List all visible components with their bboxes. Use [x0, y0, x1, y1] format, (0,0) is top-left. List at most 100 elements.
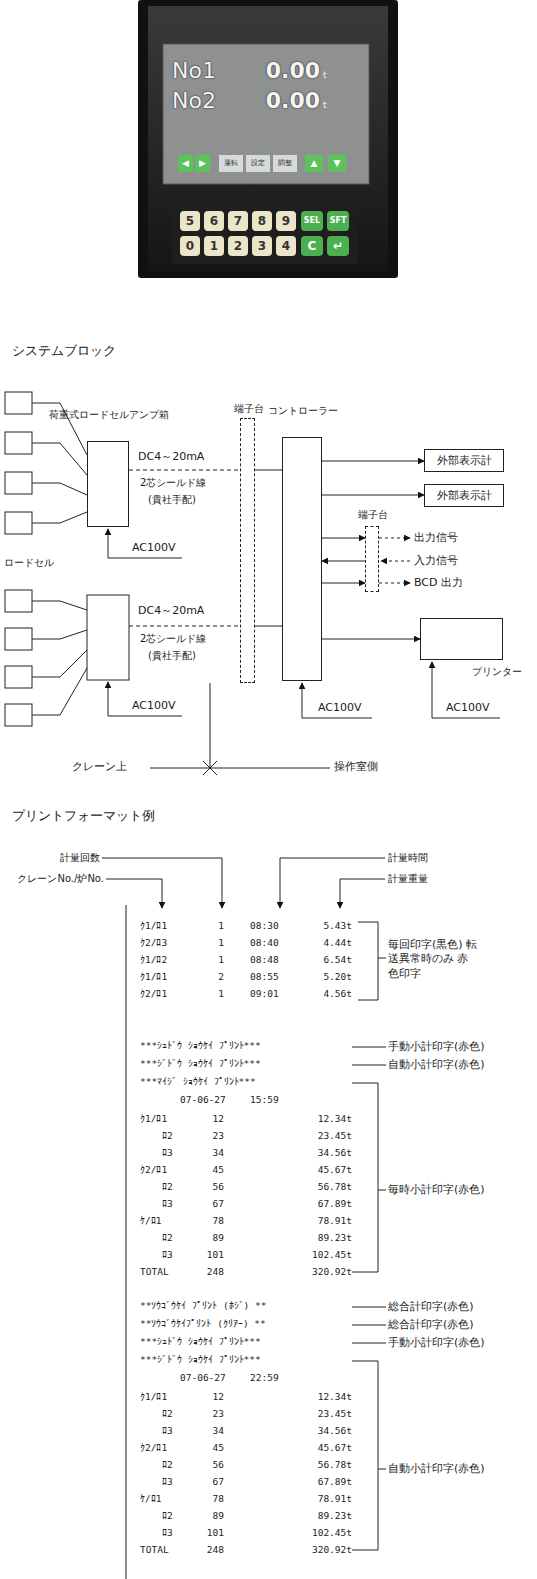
key	[301, 211, 323, 231]
print-cell: ***ｼｭﾄﾞｳ ｼｮｳｹｲ ﾌﾟﾘﾝﾄ***	[140, 1336, 360, 1348]
node-heading: 端子台	[351, 508, 395, 521]
boundary-line	[210, 683, 211, 768]
key	[276, 211, 296, 231]
load-cell	[5, 666, 32, 688]
key-label: 7	[228, 211, 248, 231]
print-cell: ｸ2/ﾛ1	[140, 1164, 190, 1176]
print-cell: 34.56t	[296, 1147, 352, 1159]
annotation: 毎時小計印字(赤色)	[388, 1183, 528, 1197]
print-cell: 12.34t	[296, 1113, 352, 1125]
print-cell: 56	[190, 1181, 224, 1193]
wire	[32, 630, 87, 639]
bracket	[352, 1361, 386, 1550]
print-cell: 78	[190, 1215, 224, 1227]
print-cell: 78	[190, 1493, 224, 1505]
power-line	[432, 662, 433, 718]
wire	[32, 668, 87, 715]
print-cell: ﾛ3	[162, 1198, 212, 1210]
print-cell: ｸ1/ﾛ1	[140, 920, 190, 932]
print-cell: 1	[190, 920, 224, 932]
key-label: 2	[228, 236, 248, 256]
print-cell: 89.23t	[296, 1232, 352, 1244]
display-screen	[163, 44, 369, 184]
print-cell: 2	[190, 971, 224, 983]
callout-label: 計量時間	[388, 851, 448, 864]
key-label: 4	[276, 236, 296, 256]
print-cell: 12	[190, 1113, 224, 1125]
boundary-line	[150, 768, 330, 769]
print-cell: ｹ/ﾛ1	[140, 1493, 190, 1505]
print-cell: 07-06-27	[180, 1372, 240, 1384]
key	[327, 236, 349, 256]
key	[204, 211, 224, 231]
print-cell: **ｿｳｺﾞｳｹｲ ﾌﾟﾘﾝﾄ (ﾎｼﾞ) **	[140, 1300, 360, 1312]
print-cell: 08:30	[250, 920, 290, 932]
node-heading: 荷重式ロードセルアンプ箱	[44, 408, 174, 421]
key	[180, 236, 200, 256]
print-cell: 12	[190, 1391, 224, 1403]
signal-line	[381, 561, 410, 562]
power-line	[108, 716, 182, 717]
print-cell: ***ﾏｲｼﾞ ｼｮｳｹｲ ﾌﾟﾘﾝﾄ***	[140, 1076, 360, 1088]
print-cell: 1	[190, 954, 224, 966]
signal-line	[379, 583, 410, 584]
load-cell	[5, 704, 32, 726]
connector	[322, 538, 365, 539]
key-label: SFT	[327, 211, 349, 231]
print-cell: 56.78t	[296, 1459, 352, 1471]
key-label: 0	[180, 236, 200, 256]
print-cell: 5.43t	[296, 920, 352, 932]
connector	[322, 495, 424, 496]
print-cell: ***ｼｭﾄﾞｳ ｼｮｳｹｲ ﾌﾟﾘﾝﾄ***	[140, 1040, 360, 1052]
power-line	[432, 718, 500, 719]
key	[252, 236, 272, 256]
display-reading: 0.00	[254, 57, 320, 86]
print-cell: 08:40	[250, 937, 290, 949]
touch-button-label: 調整	[273, 155, 297, 172]
print-cell: ｸ1/ﾛ1	[140, 1113, 190, 1125]
load-cell	[5, 628, 32, 650]
print-cell: 56.78t	[296, 1181, 352, 1193]
print-cell: 101	[190, 1527, 224, 1539]
touch-button	[273, 155, 297, 172]
touch-button	[328, 155, 346, 172]
cable-label: (貴社手配)	[148, 649, 228, 662]
print-cell: 320.92t	[296, 1544, 352, 1556]
print-cell: 08:55	[250, 971, 290, 983]
print-cell: 248	[190, 1544, 224, 1556]
touch-button-label: 設定	[246, 155, 270, 172]
key	[276, 236, 296, 256]
key-label: 6	[204, 211, 224, 231]
print-cell: 34.56t	[296, 1425, 352, 1437]
print-cell: ***ｼﾞﾄﾞｳ ｼｮｳｹｲ ﾌﾟﾘﾝﾄ***	[140, 1354, 360, 1366]
display-label: No1	[172, 57, 242, 86]
section-title: システムブロック	[12, 343, 162, 360]
touch-button	[219, 155, 243, 172]
power-line	[108, 682, 109, 716]
section-title: プリントフォーマット例	[12, 808, 182, 825]
display-box: 外部表示計	[424, 484, 504, 507]
print-cell: TOTAL	[140, 1544, 190, 1556]
key	[204, 236, 224, 256]
print-cell: 67	[190, 1476, 224, 1488]
print-cell: 45	[190, 1164, 224, 1176]
device-bezel	[148, 6, 388, 272]
leader-line	[340, 879, 385, 908]
device-body	[138, 0, 398, 278]
part-label: ロードセル	[4, 556, 74, 569]
print-cell: 102.45t	[296, 1249, 352, 1261]
print-cell: ｸ2/ﾛ1	[140, 988, 190, 1000]
power-label: AC100V	[446, 701, 506, 715]
annotation: 手動小計印字(赤色)	[388, 1040, 528, 1054]
touch-button	[195, 155, 210, 172]
print-cell: 56	[190, 1459, 224, 1471]
area-label: クレーン上	[72, 760, 152, 774]
load-cell	[5, 392, 32, 414]
power-label: AC100V	[318, 701, 378, 715]
wire	[32, 601, 87, 610]
print-cell: ﾛ2	[162, 1510, 212, 1522]
power-label: AC100V	[132, 541, 192, 555]
node-label: 外部表示計	[437, 454, 492, 467]
amp-box	[87, 595, 129, 680]
print-cell: **ｿｳｺﾞｳｹｲﾌﾟﾘﾝﾄ (ｸﾘｱｰ) **	[140, 1318, 360, 1330]
